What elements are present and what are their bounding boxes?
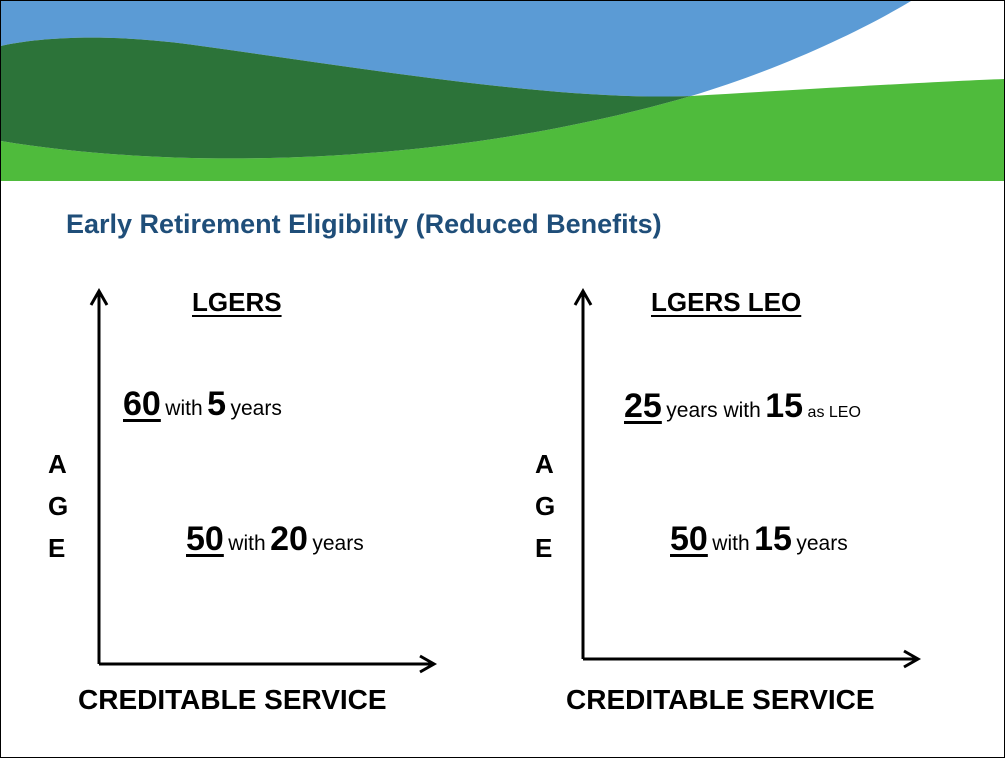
rule-years: 5 [207, 385, 227, 423]
eligibility-rule: 50 with 20 years [186, 520, 364, 559]
y-axis-letter: A [535, 449, 554, 479]
rule-connector: with [228, 532, 266, 555]
panel-heading: LGERS LEO [651, 287, 802, 317]
banner-blue-wave [1, 1, 911, 97]
y-axis-arrowhead [89, 287, 109, 306]
eligibility-rule: 60 with 5 years [123, 385, 282, 424]
rule-age: 50 [670, 520, 708, 558]
x-axis-arrowhead [903, 649, 922, 669]
y-axis-letter: A [48, 449, 67, 479]
eligibility-rule: 50 with 15 years [670, 520, 848, 559]
panel-lgers: LGERS A G E 60 with 5 years 50 with 20 y… [41, 281, 481, 731]
y-axis-letter: E [48, 533, 66, 563]
panel-heading: LGERS [192, 287, 282, 317]
y-axis-label: A G E [48, 443, 78, 569]
banner-dark-green-wave [1, 37, 691, 159]
axes [89, 287, 438, 674]
x-axis-label: CREDITABLE SERVICE [566, 684, 875, 715]
rule-suffix: as LEO [807, 404, 861, 421]
rule-years: 15 [754, 520, 792, 558]
x-axis-label: CREDITABLE SERVICE [78, 684, 387, 715]
banner-light-green-band [1, 79, 1004, 181]
rule-years: 20 [270, 520, 308, 558]
rule-suffix: years [312, 532, 364, 555]
rule-age: 25 [624, 387, 662, 425]
panel-lgers-leo: LGERS LEO A G E 25 years with 15 as LEO … [523, 281, 963, 731]
rule-age: 60 [123, 385, 161, 423]
axes [573, 287, 922, 669]
y-axis-label: A G E [535, 443, 565, 569]
rule-connector: with [165, 397, 203, 420]
rule-connector: years with [666, 399, 761, 422]
y-axis-arrowhead [573, 287, 593, 306]
y-axis-letter: G [535, 491, 556, 521]
x-axis-arrowhead [419, 654, 438, 674]
rule-connector: with [712, 532, 750, 555]
rule-suffix: years [230, 397, 282, 420]
wave-banner [1, 1, 1004, 181]
y-axis-letter: G [48, 491, 69, 521]
rule-age: 50 [186, 520, 224, 558]
y-axis-letter: E [535, 533, 553, 563]
slide-title: Early Retirement Eligibility (Reduced Be… [66, 209, 662, 239]
rule-years: 15 [765, 387, 804, 425]
eligibility-rule: 25 years with 15 as LEO [624, 387, 861, 426]
rule-suffix: years [796, 532, 848, 555]
